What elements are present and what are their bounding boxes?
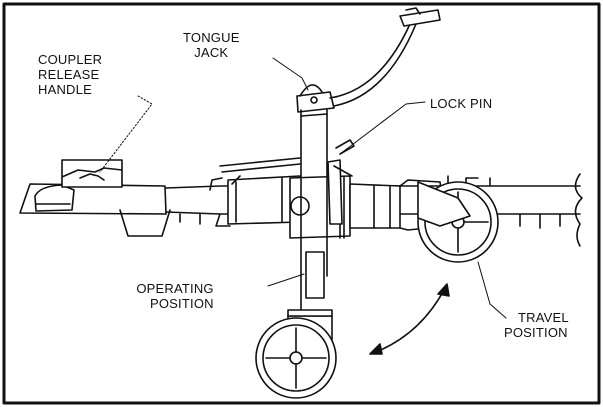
label-line: OPERATING <box>136 281 214 296</box>
label-operating-position: OPERATING POSITION <box>132 281 214 311</box>
label-lock-pin: LOCK PIN <box>430 96 493 111</box>
label-coupler-release-handle: COUPLER RELEASE HANDLE <box>38 52 102 97</box>
label-line: RELEASE <box>38 67 100 82</box>
swing-arrow-head-top <box>437 283 450 297</box>
jack-wheel-travel <box>417 181 499 263</box>
swing-arrow-head-bottom <box>369 343 383 355</box>
label-line: JACK <box>194 45 229 60</box>
lock-pin <box>327 139 355 225</box>
lock-pin-leader <box>339 101 426 155</box>
label-line: HANDLE <box>38 82 92 97</box>
label-line: POSITION <box>504 325 568 340</box>
tongue-jack-leader <box>272 57 309 91</box>
label-line: COUPLER <box>38 52 103 67</box>
coupler-leader <box>99 95 153 173</box>
swing-arrow <box>375 289 445 353</box>
label-line: TRAVEL <box>518 310 569 325</box>
label-tongue-jack: TONGUE JACK <box>183 30 240 60</box>
travel-leader <box>477 261 507 319</box>
jack-wheel-operating <box>255 309 337 399</box>
tongue-jack <box>296 7 441 363</box>
label-line: POSITION <box>150 296 214 311</box>
operating-leader <box>267 273 305 287</box>
label-line: TONGUE <box>183 30 240 45</box>
label-travel-position: TRAVEL POSITION <box>504 310 569 340</box>
